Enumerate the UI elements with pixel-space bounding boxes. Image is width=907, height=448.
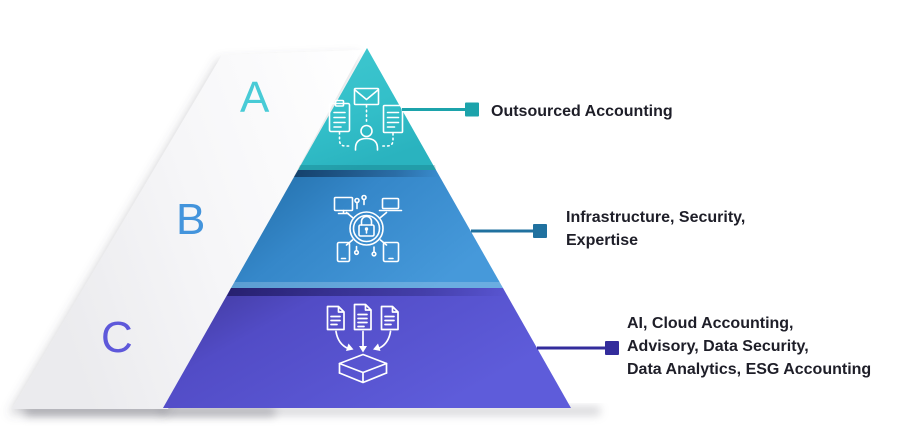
base-shadow bbox=[25, 407, 600, 416]
label-line: Expertise bbox=[566, 232, 639, 249]
tier-c-face bbox=[163, 288, 571, 408]
documents-into-database-icon bbox=[326, 303, 399, 384]
tier-c-top-shadow bbox=[227, 288, 507, 296]
network-security-lock-icon bbox=[333, 194, 403, 263]
tier-c-label: AI, Cloud Accounting, Advisory, Data Sec… bbox=[627, 312, 871, 381]
tier-b-label: Infrastructure, Security, Expertise bbox=[566, 206, 745, 252]
label-line: Outsourced Accounting bbox=[491, 103, 673, 120]
tier-b-top-shadow bbox=[294, 170, 439, 177]
label-line: AI, Cloud Accounting, bbox=[627, 315, 794, 332]
outsourced-accounting-icon bbox=[328, 87, 404, 151]
pyramid-left-face bbox=[12, 50, 362, 409]
connector-marker-a bbox=[465, 102, 479, 117]
label-line: Advisory, Data Security, bbox=[627, 338, 809, 355]
label-line: Infrastructure, Security, bbox=[566, 209, 746, 226]
label-line: Data Analytics, ESG Accounting bbox=[627, 361, 872, 378]
tier-b-bottom-highlight bbox=[231, 282, 503, 288]
tier-a-face bbox=[298, 48, 436, 170]
connector-marker-b bbox=[533, 224, 547, 238]
tier-c-letter: C bbox=[101, 313, 133, 362]
tier-a-bottom-shadow bbox=[298, 165, 436, 170]
tier-a-label: Outsourced Accounting bbox=[491, 100, 673, 123]
tier-b-letter: B bbox=[176, 195, 206, 244]
tier-a-letter: A bbox=[240, 73, 270, 122]
connector-marker-c bbox=[605, 341, 619, 355]
